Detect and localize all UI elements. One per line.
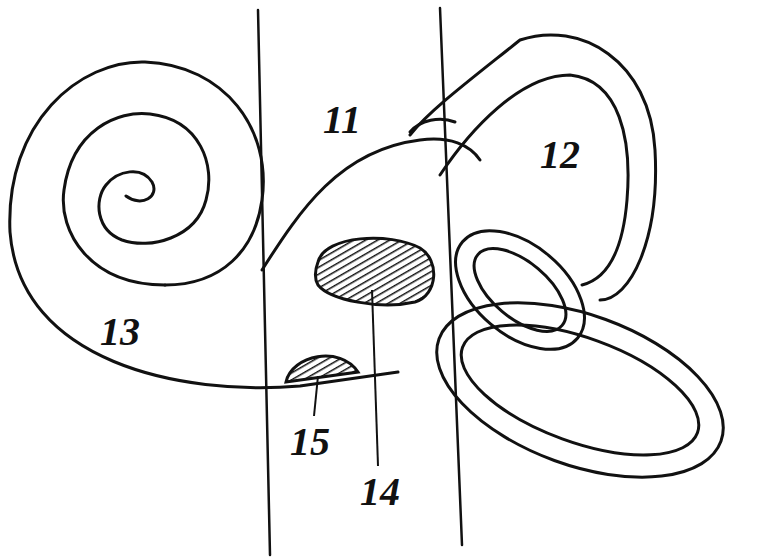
cochlea-spiral xyxy=(63,114,209,285)
section-line xyxy=(258,10,270,555)
callout-number: 15 xyxy=(290,422,330,462)
callout-number: 14 xyxy=(360,472,400,512)
callout-number: 12 xyxy=(540,135,580,175)
oval-window xyxy=(315,238,433,305)
round-window xyxy=(286,356,358,382)
semicircular-canal xyxy=(434,207,607,372)
semicircular-canal xyxy=(410,35,656,300)
semicircular-canal xyxy=(445,298,715,481)
semicircular-canal xyxy=(440,75,628,285)
semicircular-canal xyxy=(413,268,746,512)
callout-number: 13 xyxy=(100,312,140,352)
leader-line xyxy=(372,290,378,466)
leader-line xyxy=(314,376,318,416)
cochlea-outline xyxy=(10,62,398,388)
callout-number: 11 xyxy=(323,100,361,140)
